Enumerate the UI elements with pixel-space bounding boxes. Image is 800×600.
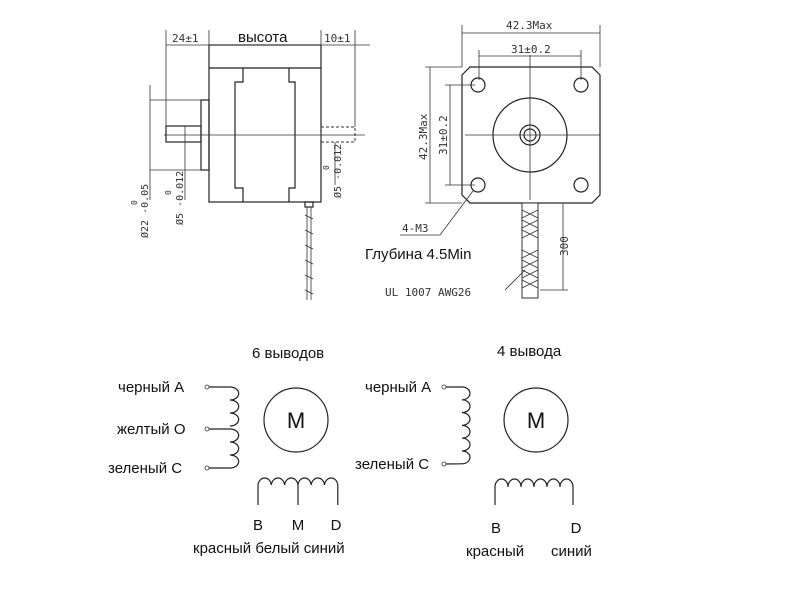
holes-label: 4-M3 [402,222,429,235]
dim-shaft-diameter: Ø5 -0.012 [174,171,186,225]
lead-label: B [491,520,501,537]
side-view: 24±1 высота 10±1 Ø22 -0.05 0 Ø5 -0.012 0… [130,29,370,300]
dim-shaft-tolerance: 0 [164,190,173,195]
dim-rear-shaft: 10±1 [324,32,351,45]
rear-shaft [320,126,356,143]
dim-rear-shaft-diameter: Ø5 -0.012 [332,144,344,198]
wiring-4-lead: 4 вывода черный A зеленый C M B D красны… [355,343,592,560]
dim-hole-spacing-v: 31±0.2 [437,115,450,155]
lead-label: D [331,517,342,534]
mount-hole [573,77,589,93]
lead-label: зеленый C [108,460,182,477]
lead-colors: красный белый синий [193,540,345,557]
lead-label: D [571,520,582,537]
motor-symbol [503,387,569,453]
dim-flange-tolerance: 0 [130,200,139,205]
wiring-4-title: 4 вывода [497,343,562,360]
dim-cable-length: 300 [558,236,571,256]
lead-color: красный [466,543,524,560]
dim-front-shaft: 24±1 [172,32,199,45]
coil-a [209,386,240,469]
lead-color: синий [551,543,592,560]
front-shaft [165,125,202,143]
coil-b [257,477,339,505]
lead-label: зеленый C [355,456,429,473]
dim-hole-spacing-h: 31±0.2 [511,43,551,56]
motor-symbol [263,387,329,453]
motor-label: M [527,408,545,433]
wiring-6-lead: 6 выводов черный A желтый O зеленый C M … [108,345,345,557]
dim-height-label: высота [238,29,288,46]
dim-width: 42.3Max [506,19,553,32]
lead-label: черный A [365,379,431,396]
lead-label: черный A [118,379,184,396]
front-face [461,66,601,204]
lead-label: M [292,517,305,534]
wiring-6-title: 6 выводов [252,345,324,362]
motor-label: M [287,408,305,433]
dim-flange-diameter: Ø22 -0.05 [139,184,151,238]
coil-b [494,478,574,505]
dim-rear-shaft-tolerance: 0 [322,165,331,170]
cable [521,202,539,299]
lead-label: B [253,517,263,534]
mount-hole [573,177,589,193]
front-view: 42.3Max 31±0.2 42.3Max 31±0.2 4-M3 Глуби… [365,19,601,299]
depth-label: Глубина 4.5Min [365,246,472,263]
cable-label: UL 1007 AWG26 [385,286,471,299]
dim-height: 42.3Max [417,113,430,160]
lead-label: желтый O [117,421,186,438]
coil-a [445,386,471,465]
side-lead-wire [304,207,314,300]
